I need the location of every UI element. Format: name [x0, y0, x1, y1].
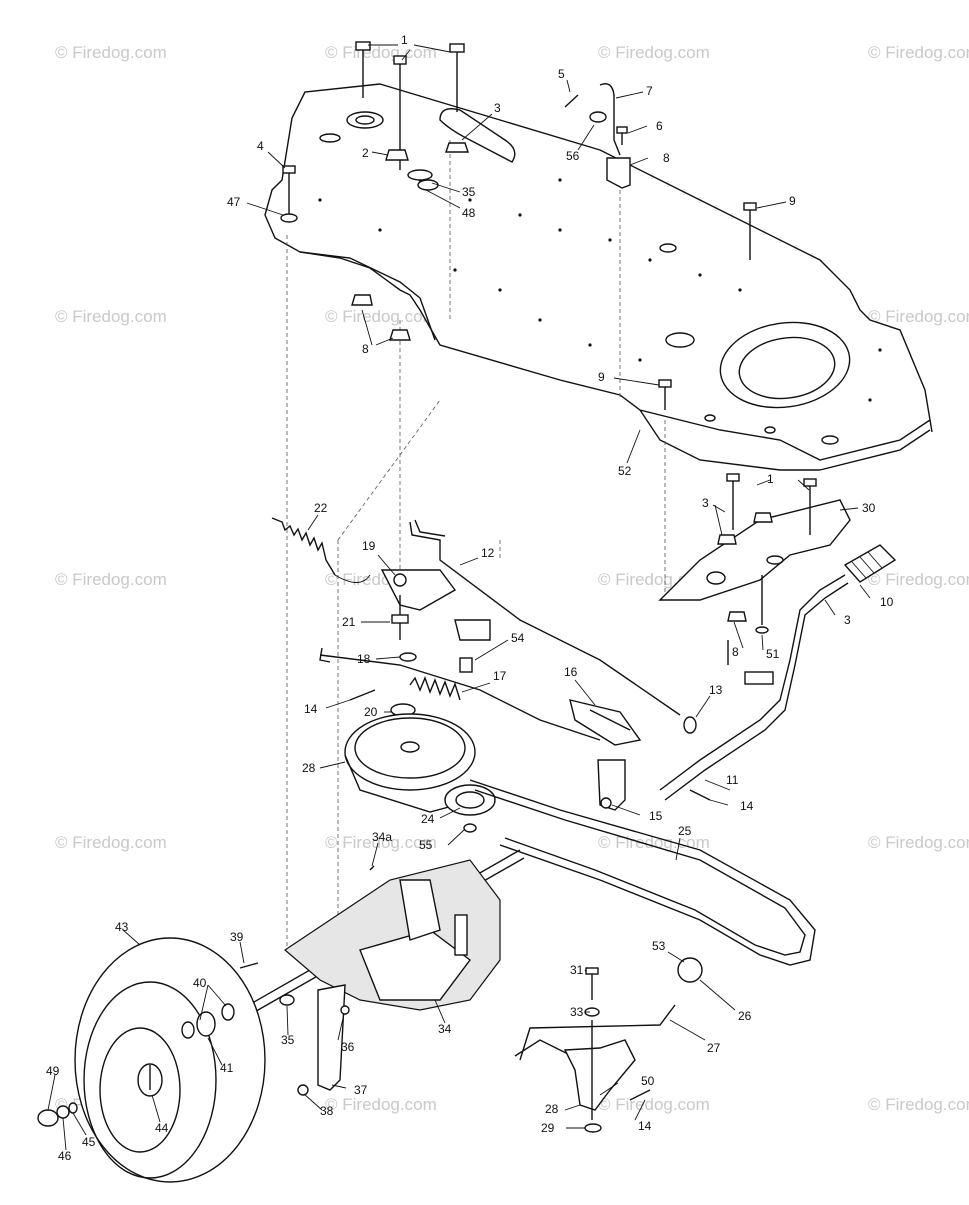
part-label-43: 43: [115, 920, 129, 934]
watermark: © Firedog.com: [598, 43, 710, 62]
part-label-55: 55: [419, 838, 433, 852]
part-label-9: 9: [598, 370, 605, 384]
part-label-28: 28: [545, 1102, 559, 1116]
part-label-18: 18: [357, 652, 371, 666]
part-label-3: 3: [702, 496, 709, 510]
part-label-6: 6: [656, 119, 663, 133]
part-label-25: 25: [678, 824, 692, 838]
part-label-31: 31: [570, 963, 584, 977]
watermark: © Firedog.com: [868, 833, 969, 852]
part-label-24: 24: [421, 812, 435, 826]
watermark: © Firedog.com: [55, 43, 167, 62]
part-label-10: 10: [880, 595, 894, 609]
watermark: © Firedog.com: [325, 43, 437, 62]
watermark: © Firedog.com: [598, 1095, 710, 1114]
watermark: © Firedog.com: [868, 1095, 969, 1114]
part-label-40: 40: [193, 976, 207, 990]
part-label-34a: 34a: [372, 830, 392, 844]
part-label-9: 9: [789, 194, 796, 208]
part-label-4: 4: [257, 139, 264, 153]
part-label-27: 27: [707, 1041, 721, 1055]
part-label-37: 37: [354, 1083, 368, 1097]
watermark: © Firedog.com: [868, 307, 969, 326]
part-label-45: 45: [82, 1135, 96, 1149]
part-label-26: 26: [738, 1009, 752, 1023]
part-label-17: 17: [493, 669, 507, 683]
part-label-34: 34: [438, 1022, 452, 1036]
part-label-11: 11: [726, 773, 739, 787]
linkage-assembly: [271, 473, 897, 811]
part-label-19: 19: [362, 539, 376, 553]
part-label-48: 48: [462, 206, 476, 220]
part-label-52: 52: [618, 464, 632, 478]
watermark: © Firedog.com: [325, 307, 437, 326]
transaxle: [239, 849, 525, 1096]
part-label-30: 30: [862, 501, 876, 515]
part-label-35: 35: [281, 1033, 295, 1047]
part-label-53: 53: [652, 939, 666, 953]
part-label-20: 20: [364, 705, 378, 719]
part-label-14: 14: [740, 799, 754, 813]
mower-frame: [264, 83, 933, 471]
pulleys-belt: [344, 713, 816, 966]
part-label-1: 1: [401, 33, 408, 47]
part-label-50: 50: [641, 1074, 655, 1088]
part-label-36: 36: [341, 1040, 355, 1054]
part-label-46: 46: [58, 1149, 72, 1163]
watermark: © Firedog.com: [55, 570, 167, 589]
part-label-14: 14: [638, 1119, 652, 1133]
part-label-33: 33: [570, 1005, 584, 1019]
part-label-2: 2: [362, 146, 369, 160]
part-label-5: 5: [558, 67, 565, 81]
part-label-7: 7: [646, 84, 653, 98]
watermark: © Firedog.com: [55, 307, 167, 326]
watermark: © Firedog.com: [325, 1095, 437, 1114]
leader-lines: [47, 44, 871, 1151]
alignment-lines: [286, 140, 666, 950]
rear-wheel: [37, 937, 266, 1183]
part-label-8: 8: [732, 645, 739, 659]
part-label-3: 3: [844, 613, 851, 627]
part-label-29: 29: [541, 1121, 555, 1135]
part-label-28: 28: [302, 761, 316, 775]
part-label-56: 56: [566, 149, 580, 163]
watermark: © Firedog.com: [868, 570, 969, 589]
part-label-15: 15: [649, 809, 663, 823]
part-label-21: 21: [342, 615, 356, 629]
part-label-3: 3: [494, 101, 501, 115]
part-label-13: 13: [709, 683, 723, 697]
part-label-14: 14: [304, 702, 318, 716]
part-label-35: 35: [462, 185, 476, 199]
part-label-22: 22: [314, 501, 328, 515]
part-label-49: 49: [46, 1064, 60, 1078]
watermark: © Firedog.com: [598, 833, 710, 852]
hardware-top: [280, 41, 757, 410]
part-label-44: 44: [155, 1121, 169, 1135]
part-label-41: 41: [220, 1061, 234, 1075]
part-label-8: 8: [663, 151, 670, 165]
part-label-16: 16: [564, 665, 578, 679]
part-label-39: 39: [230, 930, 244, 944]
part-label-47: 47: [227, 195, 241, 209]
part-label-12: 12: [481, 546, 495, 560]
watermarks: © Firedog.com © Firedog.com © Firedog.co…: [55, 43, 969, 1114]
part-label-51: 51: [766, 647, 780, 661]
brake-linkage: [514, 957, 703, 1133]
watermark: © Firedog.com: [868, 43, 969, 62]
part-label-1: 1: [767, 472, 774, 486]
part-label-38: 38: [320, 1104, 334, 1118]
part-labels: 1 2 3 4 47 5 7 6 56 8 9 35 48 8 9 52 22 …: [46, 33, 894, 1163]
watermark: © Firedog.com: [325, 833, 437, 852]
part-label-8: 8: [362, 342, 369, 356]
watermark: © Firedog.com: [55, 833, 167, 852]
part-label-54: 54: [511, 631, 525, 645]
